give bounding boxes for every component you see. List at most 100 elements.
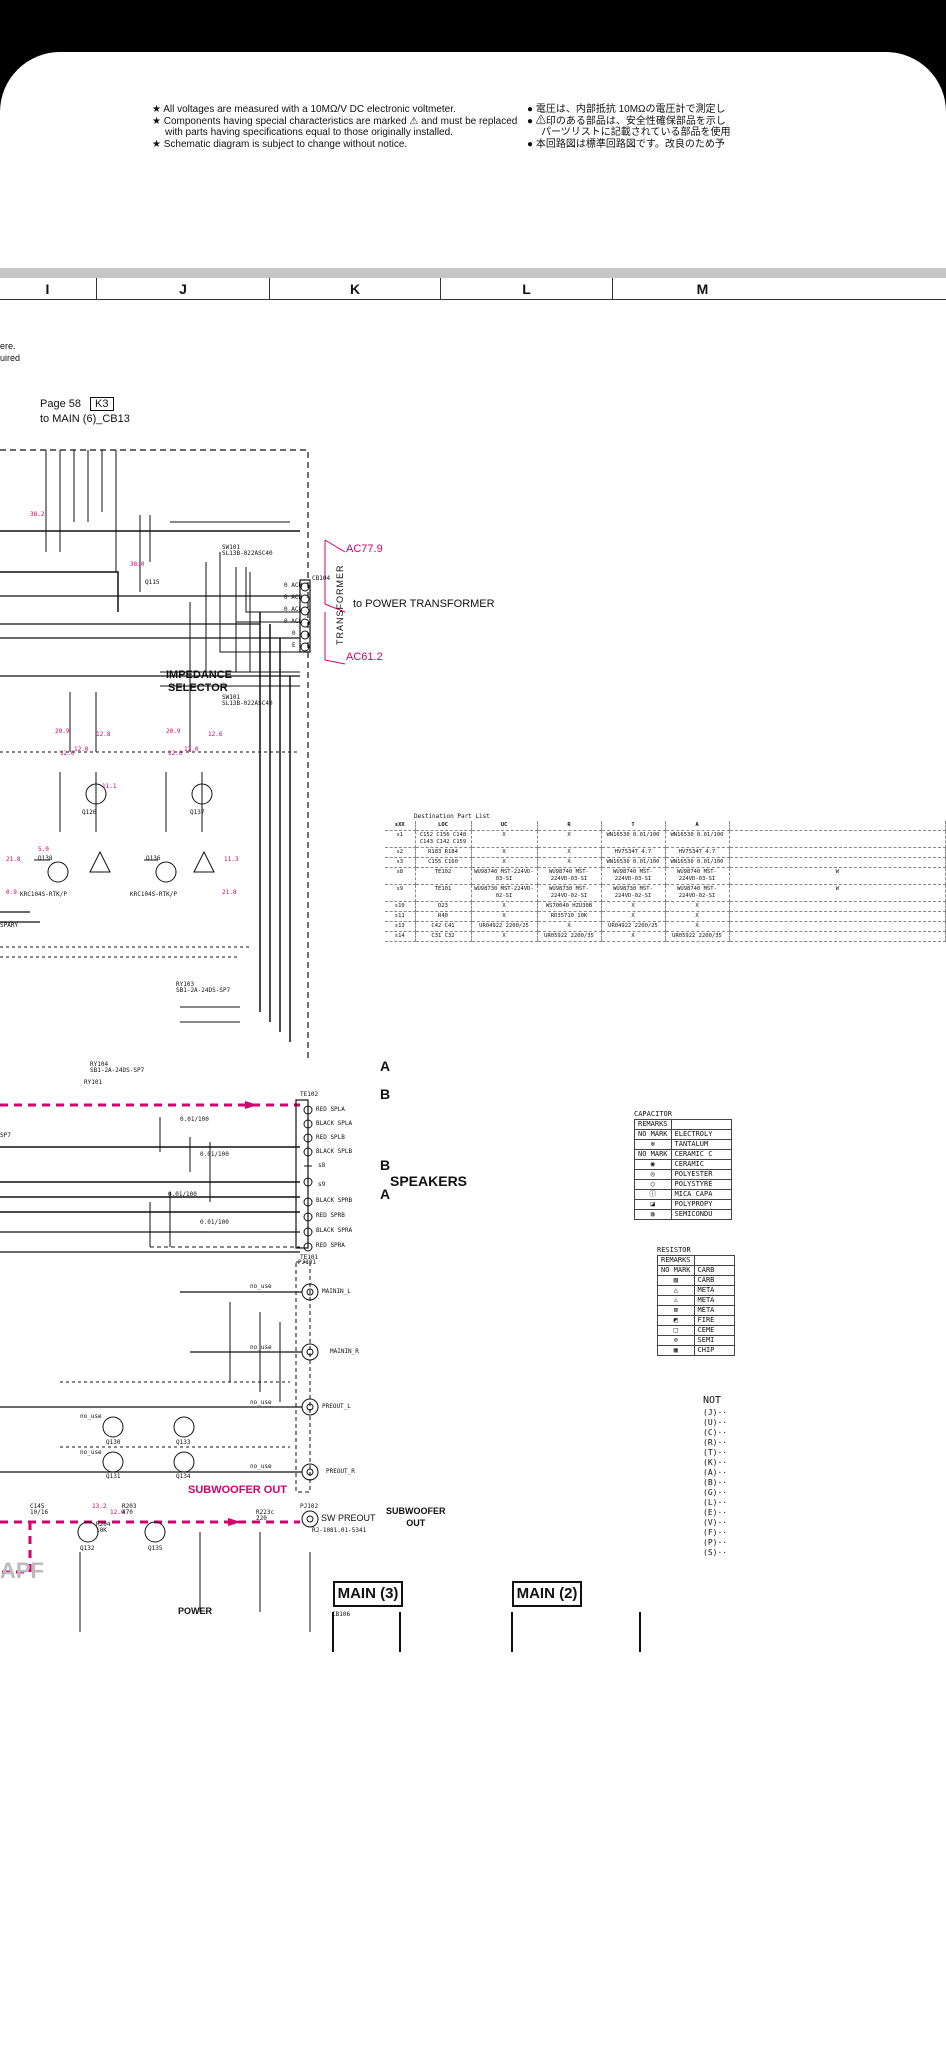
q134-label: Q134	[176, 1473, 191, 1480]
schematic-drawing	[0, 449, 641, 1652]
ry103-label: RY103 SB1-2A-24DS-SP7	[176, 981, 231, 994]
c145-label: C145 10/16	[30, 1503, 49, 1516]
resistor-mark: NO MARK	[657, 1265, 695, 1276]
spk-pin: s9	[318, 1181, 326, 1188]
dpl-cell: WU98740 MST-224VD-03-SI	[601, 867, 666, 885]
column-header-row: I J K L M	[0, 278, 946, 300]
dpl-cell: WN16530 0.01/100	[601, 830, 666, 848]
dpl-header	[729, 821, 946, 831]
dpl-header: R	[537, 821, 602, 831]
sp7-label: SP7	[0, 1132, 11, 1139]
mainin-r-label: MAININ_R	[330, 1348, 359, 1355]
column-i: I	[45, 281, 50, 297]
voltage-label: 38.0	[130, 561, 145, 568]
dpl-cell	[729, 847, 946, 858]
notes-code: (E)··	[703, 1508, 728, 1517]
dpl-cell: UR04922 2200/25	[601, 921, 666, 932]
notes-code: (L)··	[703, 1498, 728, 1507]
dpl-cell: WU98740 MST-224VD-03-SI	[471, 867, 538, 885]
capacitor-mark: REMARKS	[634, 1119, 672, 1130]
voltage-label: 11.1	[102, 783, 117, 790]
capacitor-type	[670, 1119, 732, 1130]
resistor-mark: ▨	[657, 1275, 695, 1286]
dpl-cell: s13	[385, 921, 416, 932]
voltage-label: 12.8	[96, 731, 111, 738]
dpl-cell: WU98730 MST-224VD-02-SI	[601, 884, 666, 902]
main-2-box: MAIN (2)	[512, 1581, 582, 1607]
page-ref-box: K3	[90, 397, 114, 411]
pin-6: E	[292, 642, 296, 649]
dpl-cell: C152 C156 C148 C143 C142 C159	[415, 830, 472, 848]
column-m: M	[612, 278, 792, 300]
dpl-header: LOC	[415, 821, 472, 831]
speaker-a-bottom: A	[380, 1186, 391, 1202]
voltage-label: 12.0	[184, 746, 199, 753]
voltage-label: 0.9	[6, 889, 17, 896]
q138-label: Q138	[38, 855, 53, 862]
capacitor-type: MICA CAPA	[670, 1189, 732, 1200]
cb104-label: CB104	[312, 575, 331, 582]
notes-code: (U)··	[703, 1418, 728, 1427]
resistor-row: □CEME	[657, 1325, 735, 1336]
resistor-mark: ◩	[657, 1315, 695, 1326]
capacitor-type: POLYPROPY	[670, 1199, 732, 1210]
spk-pin: RED SPLA	[316, 1106, 345, 1113]
capacitor-type: SEMICONDU	[670, 1209, 732, 1220]
notes-codes: NOT(J)··(U)··(C)··(R)··(T)··(K)··(A)··(B…	[703, 1396, 727, 1558]
destination-title: Destination Part List	[414, 813, 490, 820]
dpl-cell: s14	[385, 931, 416, 942]
resistor-row: ⊘SEMI	[657, 1335, 735, 1346]
dpl-cell	[729, 830, 946, 848]
ac-top-label: AC77.9	[346, 543, 383, 555]
resistor-mark: ⊠	[657, 1305, 695, 1316]
dpl-cell: W	[729, 884, 946, 902]
dpl-cell: C42 C41	[415, 921, 472, 932]
column-header-bar	[0, 268, 946, 278]
pin-4: 0 ACL	[284, 618, 303, 625]
column-k: K	[269, 278, 440, 300]
dpl-cell	[729, 901, 946, 912]
resistor-type: CARB	[693, 1275, 735, 1286]
q137-label: Q137	[190, 809, 205, 816]
capacitor-type: POLYSTYRE	[670, 1179, 732, 1190]
notes-code: (P)··	[703, 1538, 728, 1547]
schematic-sheet: ★ All voltages are measured with a 10MΩ/…	[0, 52, 946, 2048]
no-use-label: no_use	[250, 1399, 272, 1406]
dpl-cell: C31 C32	[415, 931, 472, 942]
dpl-cell: X	[537, 830, 602, 848]
capacitor-row: ◎POLYESTER	[634, 1169, 732, 1180]
notes-code: (J)··	[703, 1408, 728, 1417]
dpl-cell: s11	[385, 911, 416, 922]
dpl-cell: X	[665, 901, 730, 912]
page-ref-to: to MAIN (6)_CB13	[40, 413, 130, 425]
impedance-label-2: SELECTOR	[168, 682, 228, 694]
note-jp-3: パーツリストに記載されている部品を使用	[541, 127, 731, 138]
voltage-label: 12.0	[110, 1509, 125, 1516]
no-use-label: no_use	[250, 1463, 272, 1470]
notes-code: (B)··	[703, 1478, 728, 1487]
voltage-label: 21.8	[6, 856, 21, 863]
resistor-row: ▨CARB	[657, 1275, 735, 1286]
capacitor-type: POLYESTER	[670, 1169, 732, 1180]
resistor-mark: ⊘	[657, 1335, 695, 1346]
capacitor-title: CAPACITOR	[634, 1110, 672, 1118]
dpl-cell: X	[537, 921, 602, 932]
te101-label: TE101	[300, 1254, 319, 1261]
preout-l-label: PREOUT_L	[322, 1403, 351, 1410]
spk-pin: RED SPRA	[316, 1242, 345, 1249]
q135-label: Q135	[148, 1545, 163, 1552]
capacitor-type: CERAMIC C	[670, 1149, 732, 1160]
capacitor-type: TANTALUM	[670, 1139, 732, 1150]
no-use-label: no_use	[80, 1413, 102, 1420]
dpl-cell: WU98730 MST-224VD-02-SI	[537, 884, 602, 902]
voltage-label: 11.3	[224, 856, 239, 863]
dpl-cell: s1	[385, 830, 416, 848]
voltage-label: 13.2	[92, 1503, 107, 1510]
speakers-label: SPEAKERS	[390, 1173, 468, 1189]
resistor-row: ⚠META	[657, 1295, 735, 1306]
spk-pin: RED SPLB	[316, 1134, 345, 1141]
resistor-type: CEME	[693, 1325, 735, 1336]
dpl-cell: X	[471, 830, 538, 848]
